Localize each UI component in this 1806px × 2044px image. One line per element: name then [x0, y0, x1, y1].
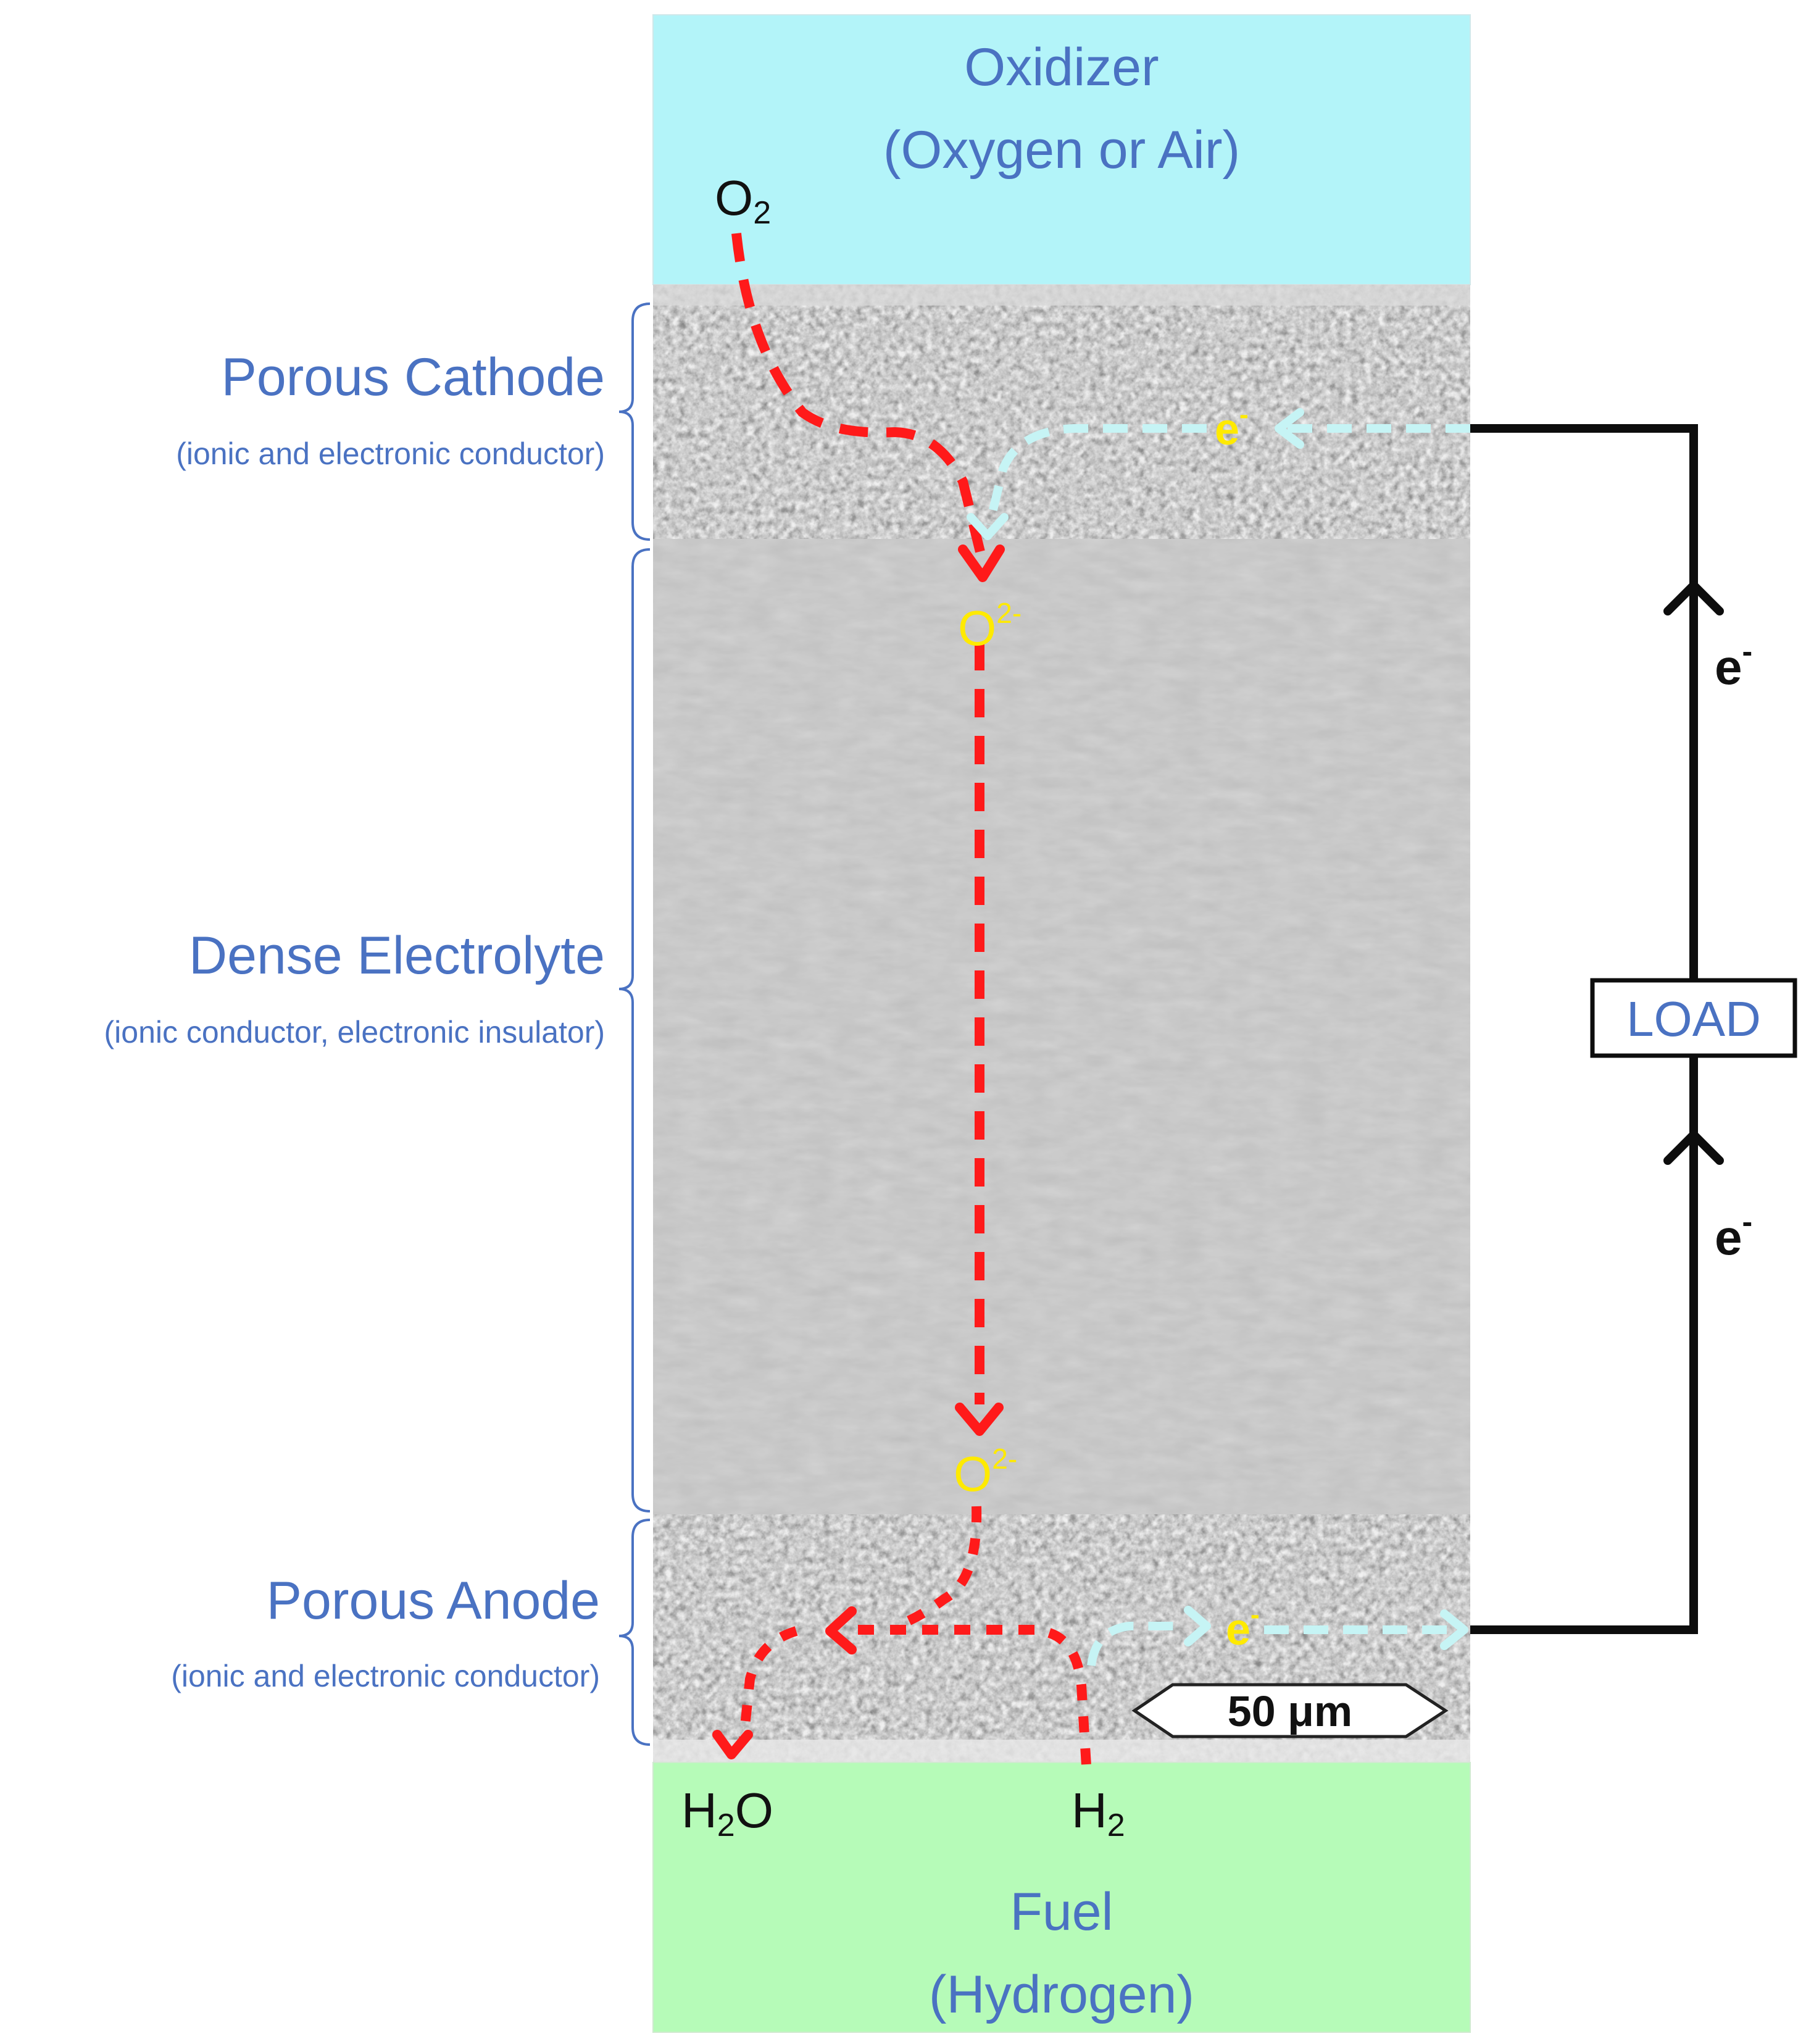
fuel-title: Fuel — [1010, 1882, 1113, 1942]
anode-title: Porous Anode — [267, 1571, 600, 1630]
electrolyte-title: Dense Electrolyte — [189, 926, 605, 985]
oxygen-ion-path — [731, 233, 988, 1404]
load-box — [1590, 978, 1797, 1058]
oxidizer-title: Oxidizer — [964, 38, 1159, 97]
oxidizer-subtitle: (Oxygen or Air) — [883, 120, 1240, 180]
anode-brace — [618, 1519, 651, 1746]
scale-bar: 50 μm — [1131, 1683, 1449, 1738]
cathode-electron-label: e- — [1215, 399, 1249, 454]
anode-ion-path — [739, 1506, 1091, 1766]
ion-arrow-cathode — [958, 544, 1005, 582]
circuit-electron-label-lower: e- — [1715, 1204, 1752, 1265]
o2-minus-label-cathode: O2- — [958, 597, 1022, 656]
load-label: LOAD — [1626, 991, 1761, 1046]
cathode-electron-arrowhead — [967, 408, 1304, 540]
external-circuit — [1470, 424, 1698, 1634]
o2-minus-label-anode: O2- — [954, 1443, 1017, 1501]
ion-arrow-electrolyte — [955, 1403, 1004, 1436]
ion-arrow-water — [712, 1730, 753, 1759]
anode-electron-label: e- — [1226, 1600, 1260, 1654]
ion-arrow-anode — [825, 1606, 857, 1654]
cathode-layer — [653, 285, 1470, 539]
o2-label: O2 — [715, 170, 771, 231]
circuit-arrow-lower — [1663, 1130, 1724, 1165]
cathode-subtitle: (ionic and electronic conductor) — [176, 436, 605, 471]
oxidizer-region — [652, 14, 1471, 285]
electrolyte-brace — [618, 548, 651, 1512]
anode-electron-path — [1087, 1622, 1450, 1667]
circuit-arrow-upper — [1663, 581, 1724, 615]
cathode-brace — [618, 302, 651, 541]
electrolyte-layer — [653, 539, 1470, 1514]
fuel-subtitle: (Hydrogen) — [929, 1965, 1194, 2024]
circuit-electron-label-upper: e- — [1715, 634, 1752, 695]
h2o-label: H2O — [681, 1783, 773, 1843]
electrolyte-subtitle: (ionic conductor, electronic insulator) — [104, 1015, 605, 1049]
anode-electron-arrowhead — [1184, 1606, 1468, 1650]
scale-bar-label: 50 μm — [1228, 1687, 1352, 1735]
cathode-title: Porous Cathode — [221, 348, 605, 407]
h2-label: H2 — [1072, 1783, 1125, 1843]
fuel-region — [652, 1762, 1471, 2033]
anode-subtitle: (ionic and electronic conductor) — [171, 1659, 600, 1693]
cathode-electron-path — [985, 424, 1470, 526]
